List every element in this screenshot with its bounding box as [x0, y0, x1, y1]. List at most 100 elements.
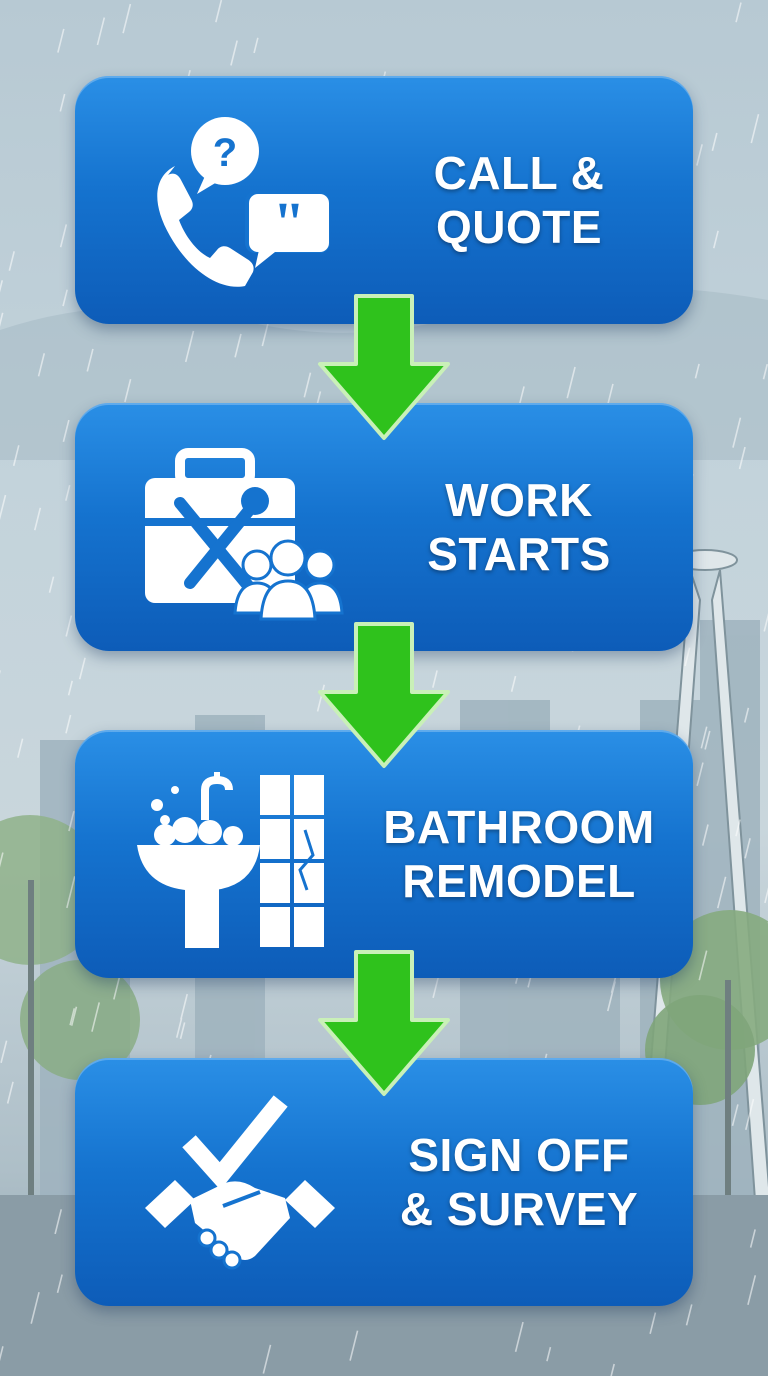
rain-drop — [78, 657, 86, 680]
rain-drop — [303, 372, 312, 398]
rain-drop — [747, 1275, 757, 1306]
rain-drop — [685, 1304, 693, 1326]
rain-drop — [566, 366, 576, 399]
rain-drop — [684, 647, 691, 667]
trees — [0, 815, 768, 1200]
svg-text:": " — [273, 190, 305, 255]
rain-drop — [8, 251, 15, 271]
rain-drop — [0, 312, 4, 327]
rain-drop — [180, 993, 188, 1020]
step-label: SIGN OFF & SURVEY — [345, 1058, 693, 1306]
rain-drop — [230, 40, 238, 66]
rain-drop — [59, 93, 66, 112]
rain-drop — [349, 1330, 359, 1361]
rain-drop — [215, 0, 223, 23]
rain-drop — [698, 950, 708, 981]
rain-drop — [6, 1081, 14, 1104]
rain-drop — [711, 132, 718, 152]
rain-drop — [743, 707, 750, 723]
rain-drop — [696, 762, 704, 787]
rain-drop — [184, 330, 195, 363]
rain-drop — [510, 675, 517, 692]
rain-drop — [764, 887, 768, 904]
rain-drop — [701, 824, 709, 846]
rain-drop — [735, 819, 741, 837]
rain-drop — [68, 810, 75, 832]
rain-drop — [731, 1104, 739, 1127]
rain-drop — [37, 353, 46, 377]
rain-drop — [59, 224, 68, 248]
step-label: CALL & QUOTE — [345, 76, 693, 324]
sink-tiles-icon — [137, 772, 324, 948]
rain-drop — [65, 714, 72, 734]
rain-drop — [56, 1274, 63, 1294]
phone-chat-icon: ? " — [157, 117, 330, 287]
rain-drop — [57, 28, 65, 53]
flow-arrow-2 — [318, 622, 450, 768]
step-label-line1: CALL & — [433, 147, 605, 199]
rain-drop — [716, 876, 727, 909]
rain-drop — [0, 1040, 8, 1063]
rain-drop — [17, 738, 24, 758]
rain-drop — [12, 445, 20, 466]
rain-drop — [0, 1346, 4, 1362]
rain-drop — [234, 333, 242, 358]
rain-drop — [732, 417, 742, 448]
step-card-bathroom-remodel: BATHROOM REMODEL — [75, 730, 693, 978]
rain-drop — [519, 386, 525, 404]
step-card-work-starts: WORK STARTS — [75, 403, 693, 651]
rain-drop — [0, 852, 4, 868]
rain-drop — [712, 230, 719, 249]
rain-drop — [546, 1346, 552, 1362]
rain-drop — [745, 1098, 755, 1130]
rain-drop — [514, 1321, 524, 1353]
rain-drop — [316, 684, 326, 712]
flow-arrow-3 — [318, 950, 450, 1096]
step-label-line2: STARTS — [427, 528, 611, 580]
rain-drop — [70, 1006, 78, 1026]
rain-drop — [30, 1292, 40, 1324]
rain-drop — [33, 507, 42, 531]
step-card-call-quote: ? " CALL & QUOTE — [75, 76, 693, 324]
rain-drop — [0, 280, 4, 293]
rain-drop — [66, 876, 76, 909]
rain-drop — [704, 730, 711, 750]
step-card-sign-off-survey: SIGN OFF & SURVEY — [75, 1058, 693, 1306]
rain-drop — [67, 680, 74, 696]
rain-drop — [253, 37, 259, 54]
rain-drop — [62, 419, 70, 443]
handshake-check-icon — [145, 1095, 335, 1270]
rain-drop — [91, 1002, 101, 1032]
step-label-line1: SIGN OFF — [408, 1129, 630, 1181]
rain-drop — [649, 1312, 657, 1335]
rain-drop — [65, 615, 73, 637]
flow-arrow-1 — [318, 294, 450, 440]
rain-drop — [122, 3, 132, 34]
rain-drop — [738, 446, 746, 470]
step-label: BATHROOM REMODEL — [345, 730, 693, 978]
rain-drop — [124, 379, 132, 403]
step-label-line1: BATHROOM — [383, 801, 655, 853]
rain-drop — [62, 289, 68, 307]
rain-drop — [175, 1017, 183, 1038]
rain-drop — [750, 113, 760, 144]
step-label: WORK STARTS — [345, 403, 693, 651]
rain-drop — [65, 485, 71, 501]
rain-drop — [694, 363, 700, 379]
step-label-line2: QUOTE — [435, 201, 603, 253]
rain-drop — [606, 981, 616, 1012]
rain-drop — [48, 576, 55, 593]
rain-drop — [262, 1344, 272, 1374]
step-label-line1: WORK — [445, 474, 593, 526]
rain-drop — [96, 17, 106, 46]
step-label-line2: REMODEL — [402, 855, 636, 907]
rain-drop — [610, 1363, 615, 1376]
rain-drop — [179, 1022, 186, 1039]
rain-drop — [54, 1209, 63, 1235]
rain-drop — [749, 1229, 756, 1248]
rain-drop — [0, 494, 7, 520]
rain-drop — [432, 670, 438, 688]
toolbox-workers-icon — [145, 448, 344, 621]
rain-drop — [86, 348, 94, 372]
rain-drop — [696, 144, 703, 166]
